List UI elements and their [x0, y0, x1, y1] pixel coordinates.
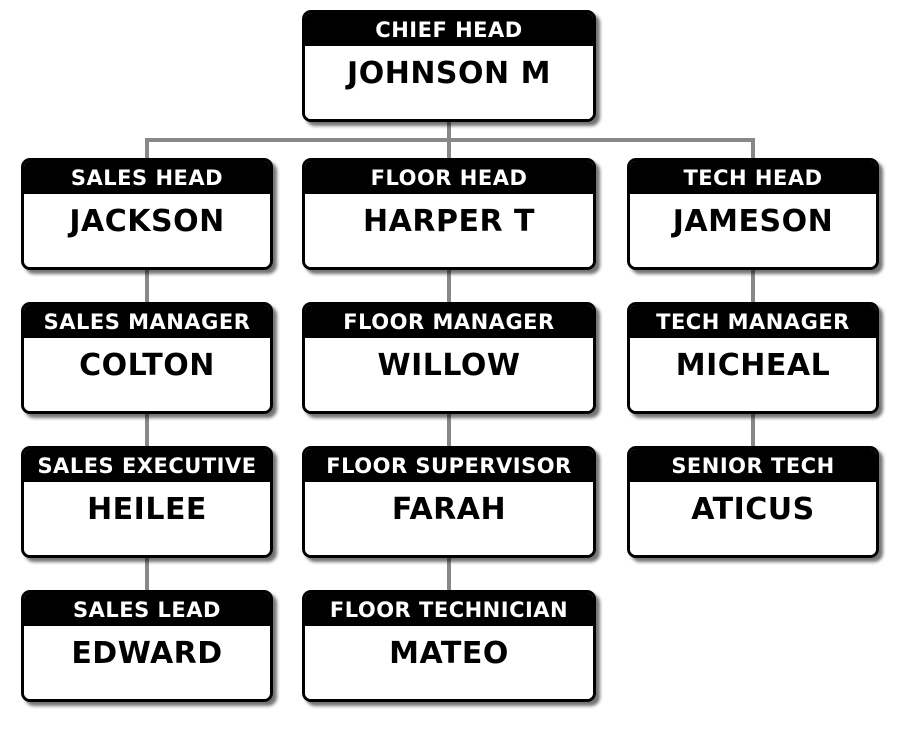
- node-title: SALES LEAD: [24, 593, 270, 626]
- node-title: SENIOR TECH: [630, 449, 876, 482]
- org-node-floor-manager: FLOOR MANAGER WILLOW: [302, 302, 596, 414]
- node-title: SALES HEAD: [24, 161, 270, 194]
- node-title: SALES EXECUTIVE: [24, 449, 270, 482]
- node-title: TECH HEAD: [630, 161, 876, 194]
- node-name: WILLOW: [305, 338, 593, 411]
- node-name: EDWARD: [24, 626, 270, 699]
- node-title: FLOOR HEAD: [305, 161, 593, 194]
- org-node-floor-technician: FLOOR TECHNICIAN MATEO: [302, 590, 596, 702]
- node-title: FLOOR MANAGER: [305, 305, 593, 338]
- node-name: MICHEAL: [630, 338, 876, 411]
- node-name: MATEO: [305, 626, 593, 699]
- node-name: JOHNSON M: [305, 46, 593, 119]
- connector-sales-2: [145, 414, 149, 446]
- node-title: FLOOR SUPERVISOR: [305, 449, 593, 482]
- org-node-sales-lead: SALES LEAD EDWARD: [21, 590, 273, 702]
- node-name: JACKSON: [24, 194, 270, 267]
- connector-floor-1: [447, 270, 451, 302]
- connector-sales-3: [145, 558, 149, 590]
- connector-floor-3: [447, 558, 451, 590]
- node-name: FARAH: [305, 482, 593, 555]
- connector-floor-2: [447, 414, 451, 446]
- org-node-tech-manager: TECH MANAGER MICHEAL: [627, 302, 879, 414]
- node-name: HEILEE: [24, 482, 270, 555]
- org-node-floor-head: FLOOR HEAD HARPER T: [302, 158, 596, 270]
- node-title: SALES MANAGER: [24, 305, 270, 338]
- node-name: HARPER T: [305, 194, 593, 267]
- connector-stub-sales: [145, 138, 149, 158]
- org-node-chief-head: CHIEF HEAD JOHNSON M: [302, 10, 596, 122]
- node-name: ATICUS: [630, 482, 876, 555]
- org-node-senior-tech: SENIOR TECH ATICUS: [627, 446, 879, 558]
- node-title: FLOOR TECHNICIAN: [305, 593, 593, 626]
- org-node-floor-supervisor: FLOOR SUPERVISOR FARAH: [302, 446, 596, 558]
- org-node-sales-executive: SALES EXECUTIVE HEILEE: [21, 446, 273, 558]
- node-name: JAMESON: [630, 194, 876, 267]
- node-title: TECH MANAGER: [630, 305, 876, 338]
- connector-tech-1: [751, 270, 755, 302]
- node-title: CHIEF HEAD: [305, 13, 593, 46]
- connector-stub-tech: [751, 138, 755, 158]
- org-node-sales-manager: SALES MANAGER COLTON: [21, 302, 273, 414]
- org-node-sales-head: SALES HEAD JACKSON: [21, 158, 273, 270]
- node-name: COLTON: [24, 338, 270, 411]
- connector-sales-1: [145, 270, 149, 302]
- connector-level1-horizontal: [145, 138, 755, 142]
- connector-tech-2: [751, 414, 755, 446]
- org-node-tech-head: TECH HEAD JAMESON: [627, 158, 879, 270]
